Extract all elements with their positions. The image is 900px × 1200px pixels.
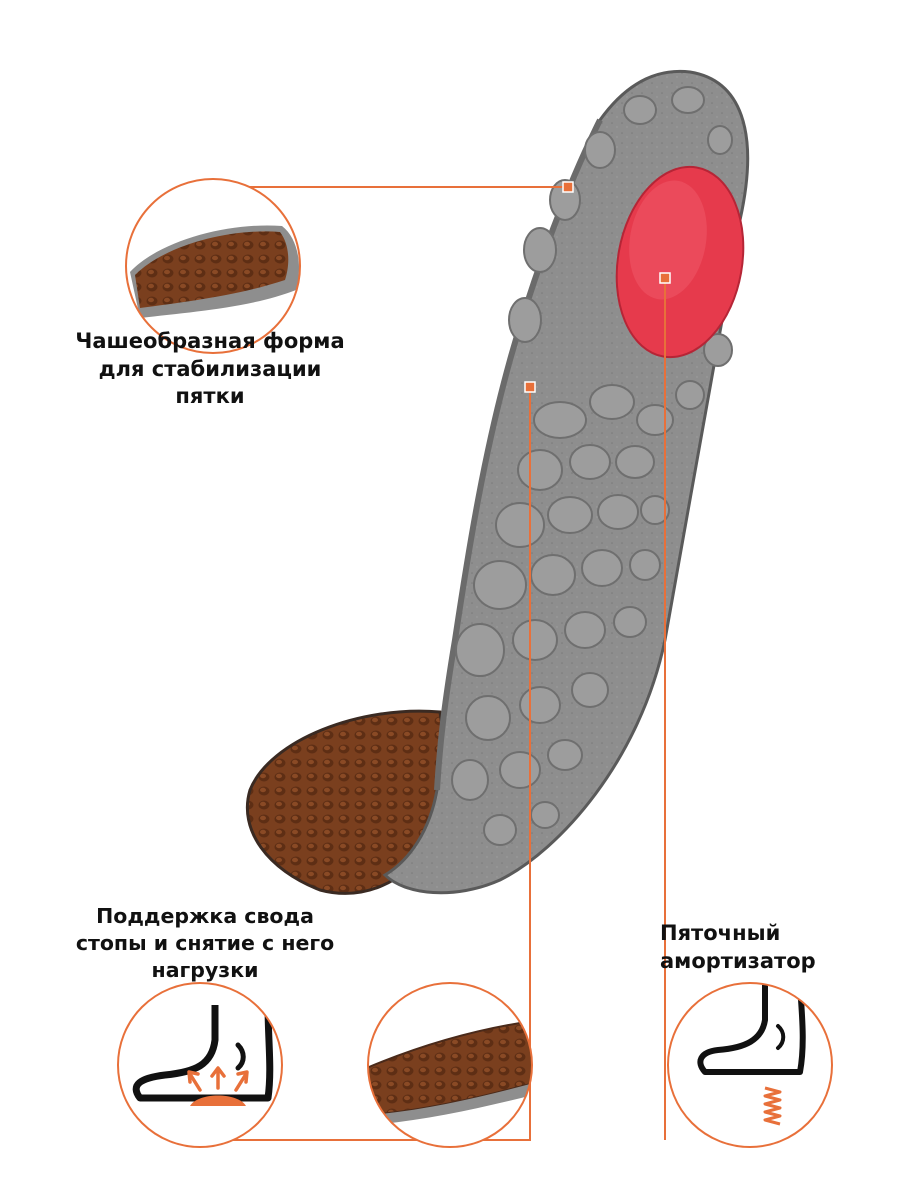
insole-rim xyxy=(434,118,603,791)
insole-product-image xyxy=(245,69,750,895)
insole-bottom-closeup xyxy=(367,982,533,1148)
callout-heel-shock-label: Пяточный амортизатор xyxy=(660,920,816,975)
callout-heel-cup-line-1: Чашеобразная форма xyxy=(75,329,345,353)
foot-shock-absorber-icon xyxy=(667,982,833,1148)
callout-arch-line-1: Поддержка свода xyxy=(96,904,314,928)
leader-lines xyxy=(198,186,666,1141)
leader-markers xyxy=(524,181,671,393)
callout-arch-line-2: стопы и снятие с него xyxy=(75,931,335,956)
heel-cup-closeup xyxy=(125,178,301,354)
callout-heel-shock-line-2: амортизатор xyxy=(660,948,816,973)
callout-heel-cup-line-3: пятки xyxy=(175,384,245,409)
heel-pad-highlight xyxy=(629,180,707,300)
foot-arch-icon xyxy=(117,982,283,1148)
callout-arch-support-label: Поддержка свода стопы и снятие с него на… xyxy=(60,903,350,984)
callout-heel-cup-line-2: для стабилизации xyxy=(98,356,322,381)
callout-heel-shock-line-1: Пяточный xyxy=(660,921,781,945)
callout-arch-line-3: нагрузки xyxy=(151,958,259,983)
leader-line-arch xyxy=(198,388,531,1141)
callout-heel-cup-label: Чашеобразная форма для стабилизации пятк… xyxy=(50,328,370,411)
